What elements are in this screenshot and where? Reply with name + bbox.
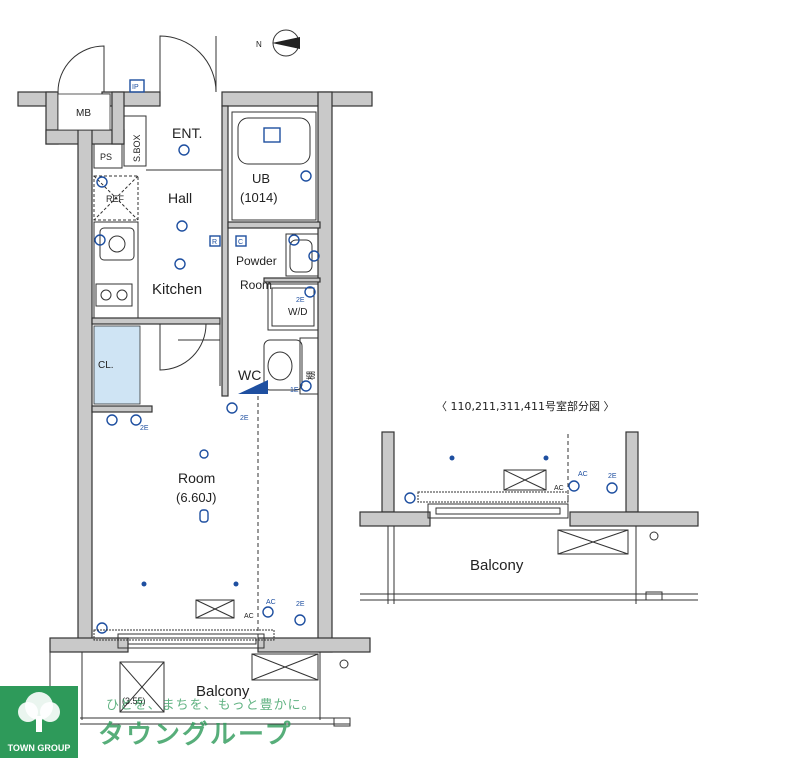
wd-tag-2e: 2E xyxy=(296,297,305,304)
ref-label: REF xyxy=(106,194,125,204)
room-ac-tag: AC xyxy=(266,599,276,606)
compass: N xyxy=(256,29,300,57)
inset-balcony-label: Balcony xyxy=(470,557,524,574)
brand-logo: TOWN GROUP xyxy=(0,686,78,758)
hall-label: Hall xyxy=(168,190,192,206)
ub-size: (1014) xyxy=(240,190,278,205)
room-tag-2e: 2E xyxy=(240,415,249,422)
mb-label: MB xyxy=(76,108,91,119)
r-mark: R xyxy=(212,239,217,246)
ps-label: PS xyxy=(100,152,112,162)
wc-label: WC xyxy=(238,367,261,383)
closet-tag-2e: 2E xyxy=(140,425,149,432)
room-tag-2e-b: 2E xyxy=(296,601,305,608)
wd-label: W/D xyxy=(288,307,307,318)
room-size: (6.60J) xyxy=(176,490,216,505)
inset-ac-tag: AC xyxy=(578,471,588,478)
compass-label: N xyxy=(256,40,262,49)
ip-label: IP xyxy=(132,84,139,91)
inset-tag-2e: 2E xyxy=(608,473,617,480)
balcony-label: Balcony xyxy=(196,683,250,700)
tree-icon xyxy=(18,692,60,732)
ip-box xyxy=(129,79,145,93)
balcony-area: (3.55) xyxy=(122,696,146,706)
closet-label: CL. xyxy=(98,360,114,371)
brand-name: タウングループ xyxy=(98,720,293,750)
entrance-label: ENT. xyxy=(172,125,202,141)
inset-caption: 〈 110,211,311,411号室部分図 〉 xyxy=(436,399,614,413)
brand-logo-text: TOWN GROUP xyxy=(7,743,71,753)
c-mark: C xyxy=(238,239,243,246)
entrance-doors xyxy=(57,35,217,93)
wc-tag-1e: 1E xyxy=(290,387,299,394)
powder-room-label: Room xyxy=(240,278,272,292)
brand-slogan: ひとを、まちを、もっと豊かに。 xyxy=(106,698,316,713)
ub-label: UB xyxy=(252,171,270,186)
walls xyxy=(17,91,373,653)
powder-label: Powder xyxy=(236,254,277,268)
shelf-label: 棚 xyxy=(305,371,317,380)
room-label: Room xyxy=(178,470,215,486)
inset-plan: 〈 110,211,311,411号室部分図 〉 AC AC 2E Balcon… xyxy=(359,399,699,604)
kitchen-label: Kitchen xyxy=(152,281,202,298)
room-ac-label: AC xyxy=(244,613,254,620)
inset-ac-label: AC xyxy=(554,485,564,492)
sbox-label: S.BOX xyxy=(132,134,142,162)
